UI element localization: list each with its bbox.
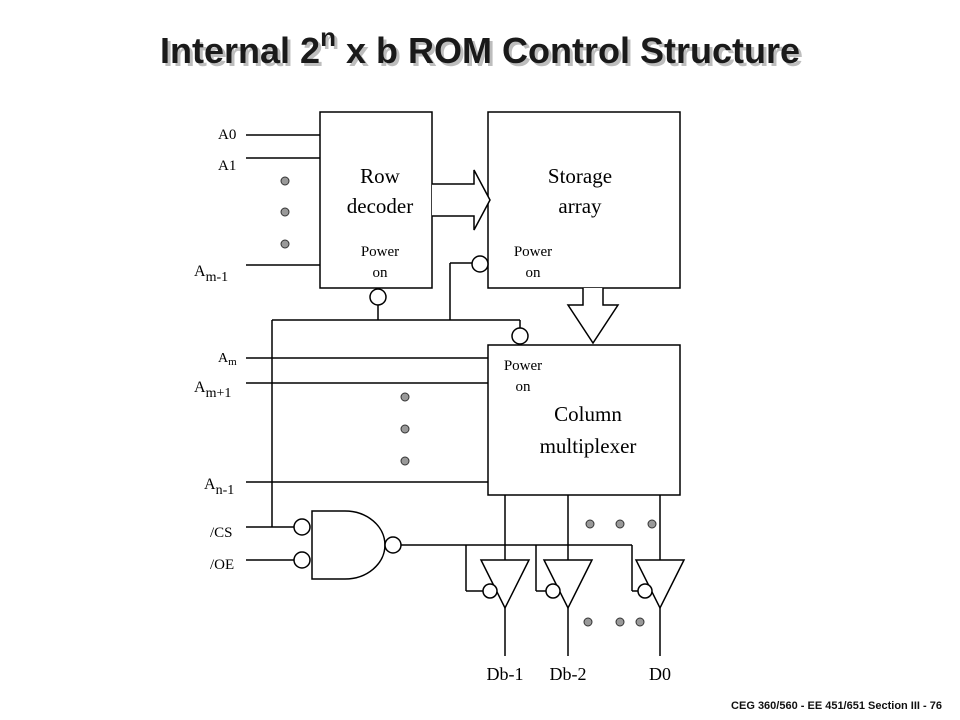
ellipsis-dot: [400, 392, 410, 402]
power-on-inversion-bubble: [511, 327, 529, 345]
ellipsis-dot: [635, 617, 645, 627]
array-to-mux-arrow: [566, 288, 620, 345]
ellipsis-dot: [583, 617, 593, 627]
svg-text:on: on: [373, 265, 389, 281]
svg-text:Power: Power: [514, 244, 552, 260]
power-on-inversion-bubble: [369, 288, 387, 306]
and-gate: [311, 510, 386, 580]
input-label-am: Am: [218, 351, 237, 368]
svg-text:multiplexer: multiplexer: [540, 434, 637, 458]
column-multiplexer-block: Power on Column multiplexer: [487, 344, 681, 496]
svg-text:on: on: [516, 379, 532, 395]
decoder-to-array-arrow: [432, 169, 491, 231]
svg-text:Column: Column: [554, 402, 622, 426]
svg-text:Power: Power: [361, 244, 399, 260]
svg-text:Power: Power: [504, 358, 542, 374]
ellipsis-dot: [280, 207, 290, 217]
row-decoder-block: Row decoder Power on: [319, 111, 433, 289]
storage-array-block: Storage array Power on: [487, 111, 681, 289]
tristate-buffer: [631, 545, 686, 656]
output-label-db1: Db-1: [487, 664, 524, 684]
power-on-inversion-bubble: [471, 255, 489, 273]
svg-text:decoder: decoder: [347, 194, 413, 218]
ellipsis-dot: [647, 519, 657, 529]
input-label-oe: /OE: [210, 557, 234, 573]
input-label-a1: A1: [218, 158, 236, 174]
svg-text:Storage: Storage: [548, 164, 612, 188]
input-label-am+1: Am+1: [194, 379, 231, 401]
output-label-db2: Db-2: [550, 664, 587, 684]
ellipsis-dot: [280, 176, 290, 186]
output-label-d0: D0: [649, 664, 671, 684]
tristate-buffer: [465, 545, 531, 656]
ellipsis-dot: [615, 617, 625, 627]
svg-text:array: array: [558, 194, 602, 218]
input-label-am-1: Am-1: [194, 263, 228, 285]
input-label-a0: A0: [218, 127, 236, 143]
slide-title: Internal 2n x b ROM Control Structure: [160, 22, 800, 71]
gate-output-bubble: [384, 536, 402, 554]
ellipsis-dot: [400, 424, 410, 434]
svg-text:on: on: [526, 265, 542, 281]
ellipsis-dot: [280, 239, 290, 249]
input-label-cs: /CS: [210, 525, 233, 541]
ellipsis-dot: [615, 519, 625, 529]
ellipsis-dot: [585, 519, 595, 529]
ellipsis-dot: [400, 456, 410, 466]
input-label-an-1: An-1: [204, 476, 234, 498]
tristate-buffer: [535, 545, 594, 656]
slide-footer: CEG 360/560 - EE 451/651 Section III - 7…: [731, 700, 942, 712]
svg-text:Row: Row: [360, 164, 401, 188]
